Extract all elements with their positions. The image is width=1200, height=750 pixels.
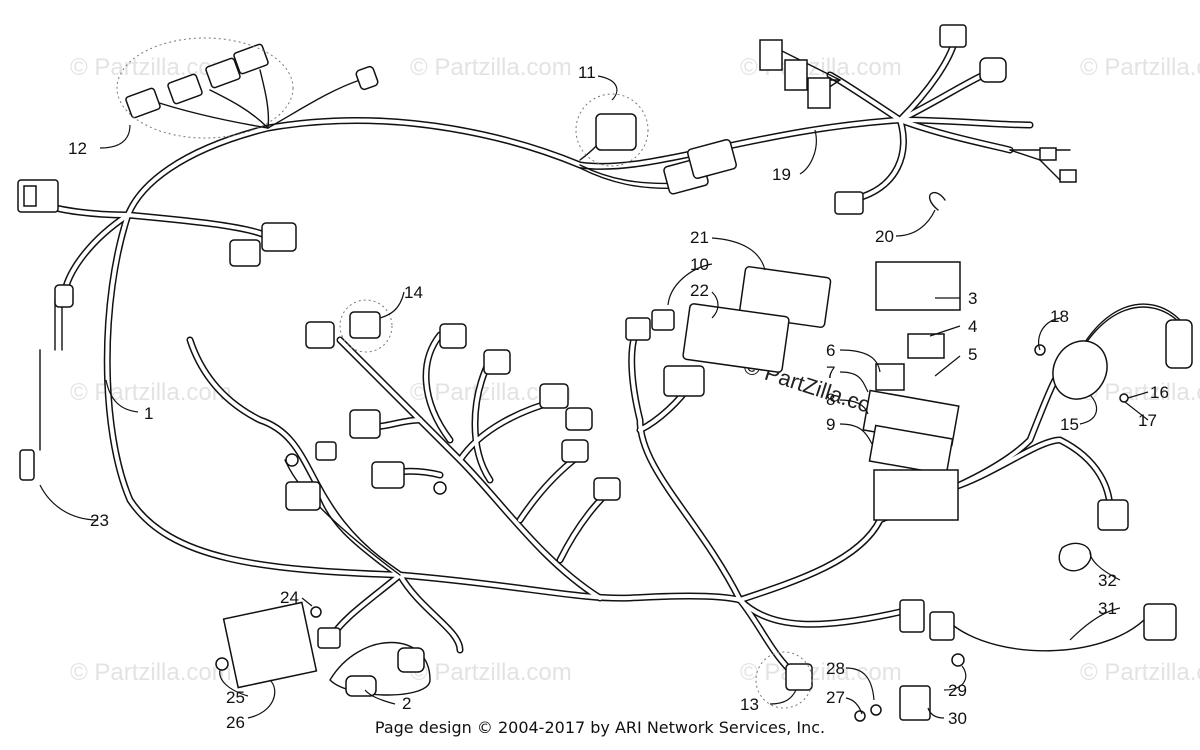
callout-20: 20 [875,227,894,246]
watermark: © Partzilla.com [1080,54,1200,81]
watermark: © Partzilla.com [410,659,572,686]
callout-17: 17 [1138,411,1157,430]
callout-7: 7 [826,363,835,382]
callout-16: 16 [1150,383,1169,402]
callout-4: 4 [968,317,977,336]
callout-11: 11 [578,63,596,82]
callout-2: 2 [402,694,411,713]
callout-27: 27 [826,688,845,707]
callout-3: 3 [968,289,977,308]
callout-24: 24 [280,588,299,607]
callout-9: 9 [826,415,835,434]
callout-8: 8 [826,390,835,409]
callout-25: 25 [226,688,245,707]
callout-26: 26 [226,713,245,732]
callout-31: 31 [1098,599,1117,618]
group-rings [116,37,813,709]
callout-19: 19 [772,165,791,184]
callout-5: 5 [968,345,977,364]
watermark: © Partzilla.com [70,379,232,406]
watermark: © Partzilla.com [1080,659,1200,686]
callout-29: 29 [948,681,967,700]
callout-12: 12 [68,139,87,158]
callout-10: 10 [690,255,709,274]
callout-18: 18 [1050,307,1069,326]
watermark: © Partzilla.com [70,54,232,81]
callout-28: 28 [826,659,845,678]
callout-14: 14 [404,283,423,302]
callout-labels: 1 2 3 4 5 6 7 8 9 10 11 12 13 14 15 16 1… [68,63,1169,732]
callout-21: 21 [690,228,709,247]
callout-6: 6 [826,341,835,360]
callout-30: 30 [948,709,967,728]
connectors [17,24,1193,722]
leader-lines [39,75,1149,719]
watermark: © Partzilla.com [410,54,572,81]
copyright-footer: Page design © 2004-2017 by ARI Network S… [374,718,826,737]
callout-22: 22 [690,281,709,300]
callout-23: 23 [90,511,109,530]
callout-1: 1 [144,404,153,423]
callout-32: 32 [1098,571,1117,590]
watermark: © Partzilla.com [740,659,902,686]
callout-13: 13 [740,695,759,714]
watermark: © Partzilla.com [70,659,232,686]
callout-15: 15 [1060,415,1079,434]
